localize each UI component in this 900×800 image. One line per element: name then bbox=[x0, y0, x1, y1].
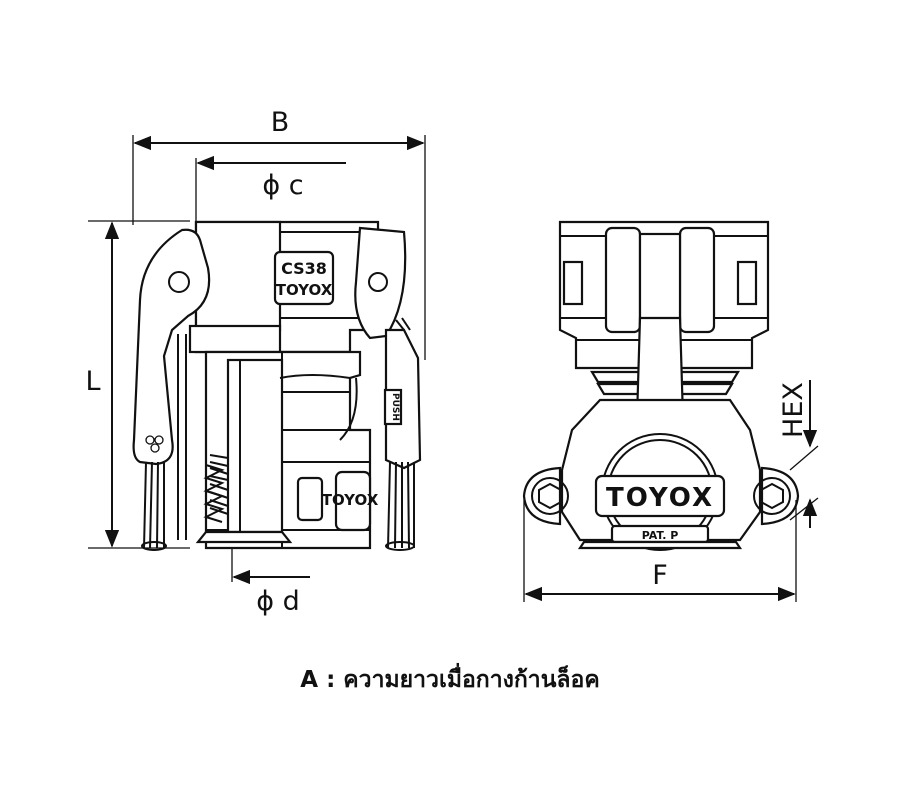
brand-marking-body: TOYOX bbox=[322, 491, 379, 509]
label-hex: HEX bbox=[778, 382, 809, 438]
label-phi-c: ϕ c bbox=[262, 170, 303, 201]
patent-marking: PAT. P bbox=[642, 529, 679, 542]
dimension-l: L bbox=[85, 220, 190, 549]
dimension-b: B bbox=[132, 107, 426, 360]
label-l: L bbox=[85, 366, 100, 397]
brand-marking-side: TOYOX bbox=[276, 281, 333, 299]
label-phi-d: ϕ d bbox=[256, 586, 300, 617]
brand-marking-front: TOYOX bbox=[606, 483, 714, 513]
dimension-phi-c: ϕ c bbox=[195, 155, 346, 222]
coupling-front-view: TOYOX PAT. P bbox=[522, 220, 800, 551]
right-lock-lever: PUSH bbox=[354, 226, 422, 551]
push-marking: PUSH bbox=[390, 393, 400, 421]
label-b: B bbox=[271, 107, 290, 138]
dimension-f: F bbox=[523, 500, 797, 602]
coupling-side-view: CS38 TOYOX TOYOX bbox=[188, 220, 380, 550]
model-marking: CS38 bbox=[281, 259, 327, 278]
caption: A : ความยาวเมื่อกางก้านล็อค bbox=[300, 667, 600, 693]
dimension-phi-d: ϕ d bbox=[231, 535, 310, 617]
left-lock-lever bbox=[132, 228, 211, 551]
label-f: F bbox=[652, 560, 668, 591]
dimension-hex: HEX bbox=[778, 380, 819, 528]
